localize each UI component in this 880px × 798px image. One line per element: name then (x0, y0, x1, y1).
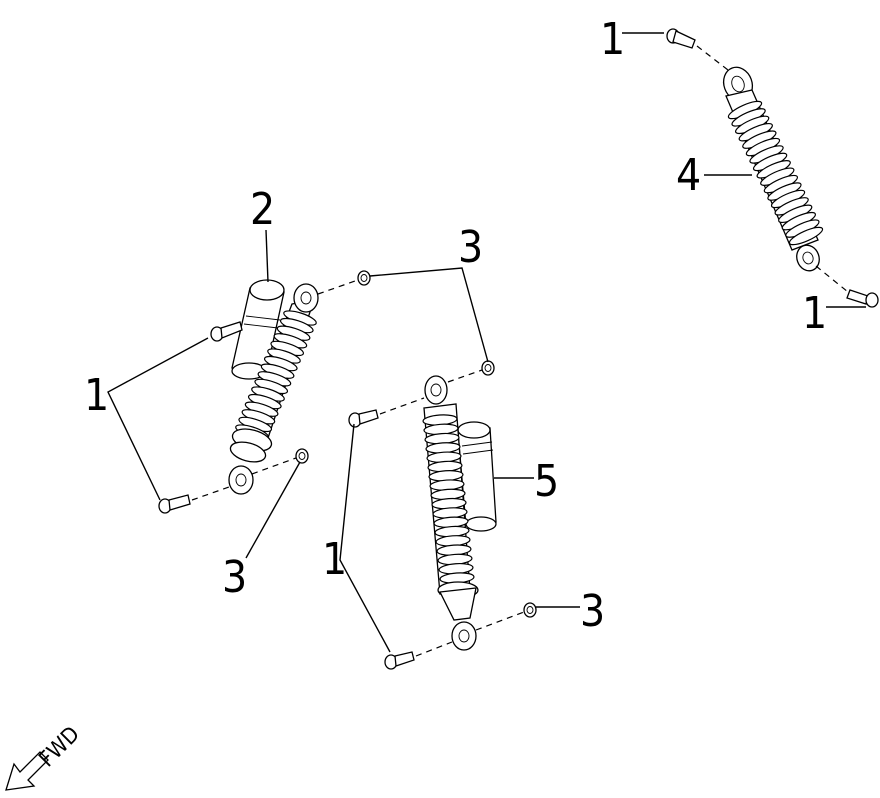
nut-upper (357, 270, 371, 286)
callout-4: 4 (676, 150, 701, 201)
spring-coil (788, 226, 824, 246)
nut-left-lower (295, 448, 309, 464)
callout-3-left-lower: 3 (222, 552, 247, 603)
bolt-bottom-right (846, 289, 879, 308)
callout-3-upper: 3 (458, 222, 483, 273)
bolt-center-upper (348, 409, 379, 428)
leader-lines (107, 32, 866, 653)
bolt-center-lower (384, 651, 415, 670)
callout-2: 2 (250, 184, 275, 235)
callout-1-top-right: 1 (600, 14, 625, 65)
callout-1-center: 1 (322, 534, 347, 585)
arrow-down-left-icon (5, 751, 49, 791)
callout-1-right: 1 (802, 288, 827, 339)
fwd-direction-indicator: FWD (5, 722, 85, 791)
bolt-left-upper (210, 321, 243, 342)
shock-absorber-2 (228, 279, 319, 495)
callout-5: 5 (534, 456, 559, 507)
callout-1-left: 1 (84, 370, 109, 421)
callout-numbers: 1 1 1 1 2 3 3 3 4 5 (84, 14, 827, 637)
shock-absorber-5 (422, 375, 497, 651)
callout-3-center-lower: 3 (580, 586, 605, 637)
nut-center-top (481, 360, 495, 376)
bolt-left-lower (158, 494, 191, 514)
shock-absorber-4 (722, 66, 824, 272)
nut-center-lower (523, 602, 537, 618)
bolt-top-right (666, 28, 696, 49)
